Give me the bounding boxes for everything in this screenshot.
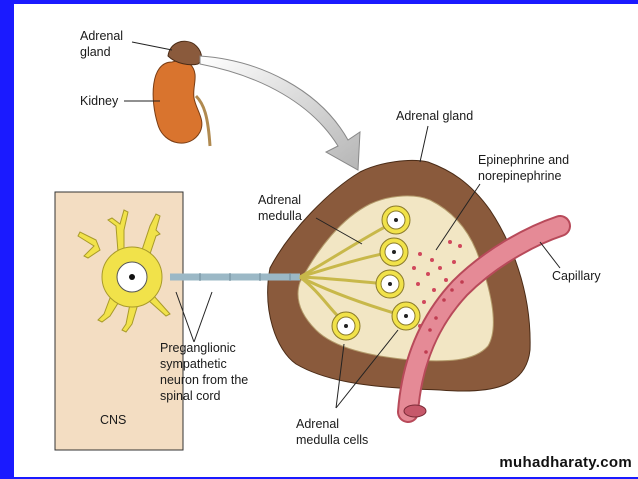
label-adrenal-gland: Adrenal gland: [396, 109, 473, 123]
label-epinephrine: Epinephrine and norepinephrine: [478, 153, 573, 183]
label-preganglionic: Preganglionic sympathetic neuron from th…: [160, 341, 252, 403]
myelin-segments: [199, 273, 291, 281]
frame-bottom: [0, 477, 638, 479]
kidney-shape: [152, 60, 203, 144]
leader-lines: [124, 41, 561, 409]
label-cns: CNS: [100, 413, 126, 427]
label-kidney: Kidney: [80, 94, 119, 108]
label-adrenal-gland-small: Adrenal gland: [80, 29, 127, 59]
watermark: muhadharaty.com: [499, 454, 632, 471]
label-adrenal-medulla: Adrenal medulla: [258, 193, 305, 223]
label-adrenal-medulla-cells: Adrenal medulla cells: [296, 417, 368, 447]
zoom-arrow: [199, 55, 361, 171]
frame-left: [0, 0, 14, 479]
capillary-end: [403, 404, 427, 418]
label-capillary: Capillary: [552, 269, 601, 283]
neuron-nucleolus: [129, 274, 135, 280]
medulla-cells: [331, 205, 421, 341]
capillary-dots: [424, 280, 464, 354]
capillary-vessel: [399, 217, 569, 421]
small-adrenal-gland: [167, 40, 202, 66]
frame-top: [0, 0, 638, 4]
ureter: [194, 94, 212, 147]
